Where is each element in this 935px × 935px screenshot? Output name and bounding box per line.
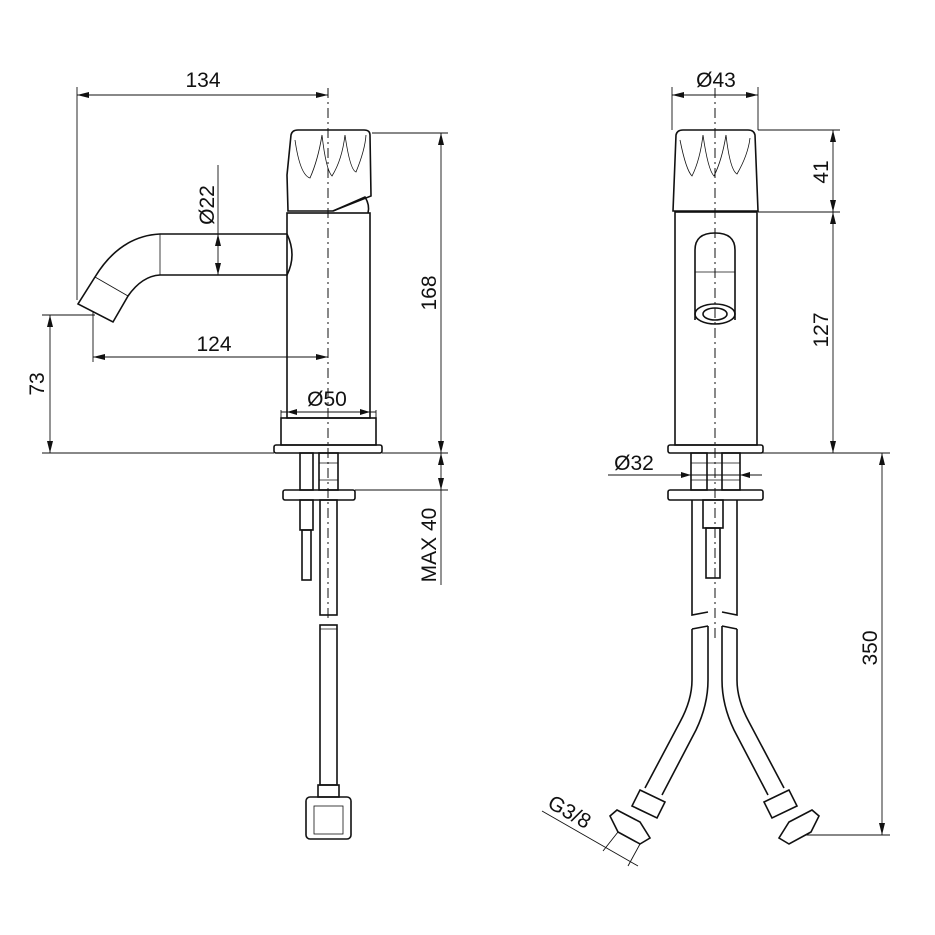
dim-134: 134 (185, 69, 220, 92)
front-spout-slot (694, 232, 736, 320)
front-aerator (694, 303, 736, 325)
side-mounting-hardware (282, 452, 356, 840)
dim-127: 127 (810, 312, 833, 347)
dim-32: Ø32 (614, 452, 654, 475)
front-base-plate (667, 444, 764, 454)
dim-max-40: MAX 40 (418, 508, 441, 583)
dim-124: 124 (196, 333, 231, 356)
dim-350: 350 (859, 630, 882, 665)
dim-50: Ø50 (307, 388, 347, 411)
front-dimensions: Ø43 41 127 Ø32 350 G3/8 (541, 69, 890, 867)
dim-43: Ø43 (696, 69, 736, 92)
dim-73: 73 (26, 372, 49, 395)
side-handle (286, 129, 372, 214)
dim-41: 41 (810, 160, 833, 183)
side-view: 134 Ø22 124 73 168 MAX 40 Ø50 (26, 69, 448, 840)
dim-g3-8: G3/8 (544, 791, 595, 834)
front-handle (672, 129, 759, 212)
dim-168: 168 (418, 275, 441, 310)
front-body (674, 211, 758, 446)
front-mounting-hardware (609, 452, 820, 845)
side-dimensions: 134 Ø22 124 73 168 MAX 40 Ø50 (26, 69, 448, 585)
dim-22: Ø22 (196, 185, 219, 225)
side-spout (76, 233, 293, 324)
front-view: Ø43 41 127 Ø32 350 G3/8 (541, 69, 890, 867)
